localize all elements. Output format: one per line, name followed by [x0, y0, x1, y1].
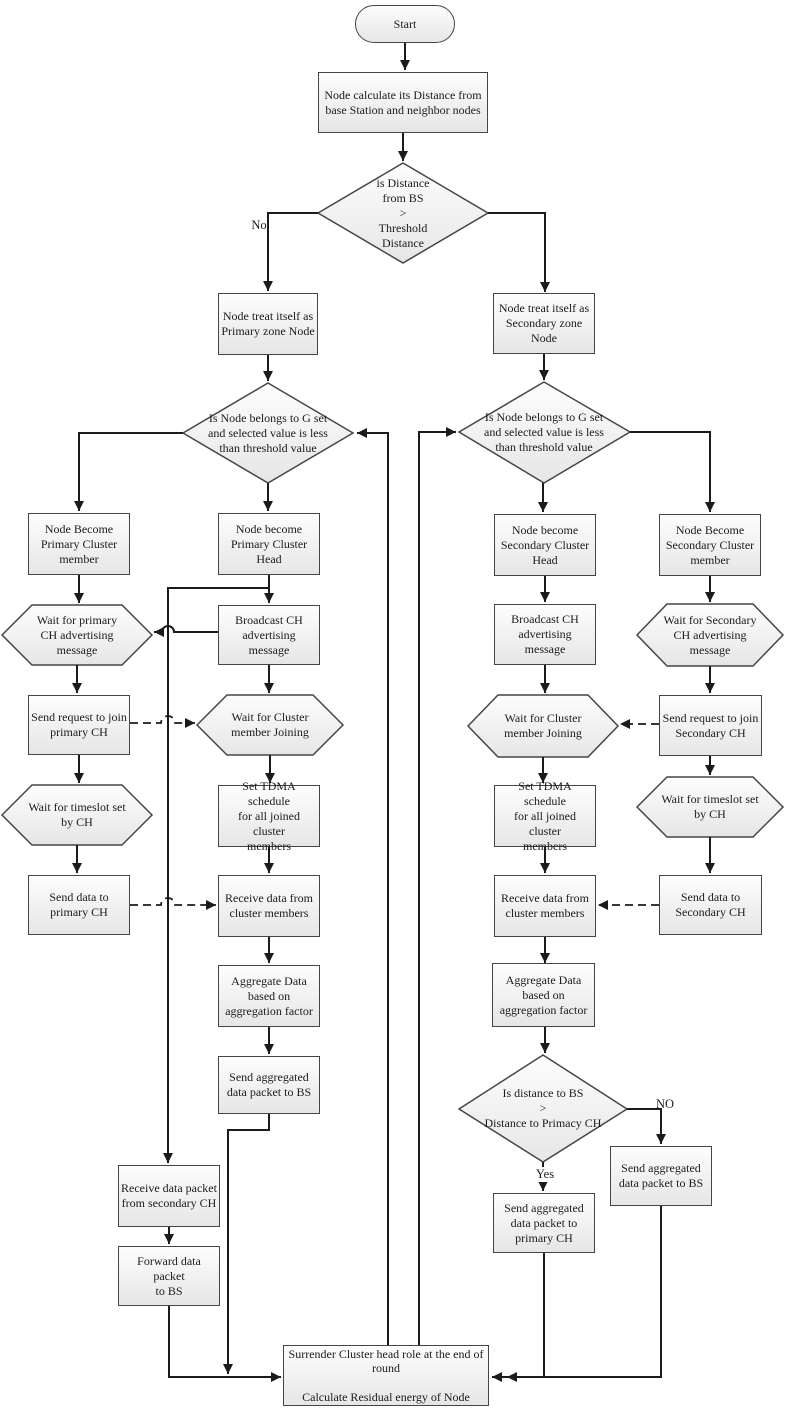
start-node: Start [355, 5, 455, 43]
flow-edge-sendbs-to-surrender [223, 1114, 270, 1374]
send-data-primary-node: Send data to primary CH [28, 875, 130, 935]
flow-edge-primarych-to-surrender [492, 1253, 545, 1382]
wait-primary-adv-shape [0, 604, 154, 666]
send-bs-left-node: Send aggregated data packet to BS [218, 1056, 320, 1114]
flow-edge [74, 432, 183, 511]
flow-edge-broadcast-to-wait [154, 625, 218, 637]
calc-distance-node: Node calculate its Distance from base St… [318, 72, 488, 133]
secondary-zone-node: Node treat itself as Secondary zone Node [493, 293, 595, 354]
wait-timeslot-left-shape [0, 784, 154, 846]
wait-joining-right-shape [466, 694, 620, 758]
secondary-head-node: Node become Secondary Cluster Head [494, 514, 596, 576]
receive-right-node: Receive data from cluster members [494, 875, 596, 937]
distance-decision-shape [316, 162, 490, 264]
receive-secondary-pkt-node: Receive data packet from secondary CH [118, 1165, 220, 1227]
flow-edge [630, 431, 715, 512]
aggregate-left-node: Aggregate Data based on aggregation fact… [218, 965, 320, 1027]
receive-left-node: Receive data from cluster members [218, 875, 320, 937]
flow-edge-yes-branch [488, 212, 550, 292]
dashed-edge-join-primary [130, 715, 195, 728]
gset-decision-left-shape [181, 382, 355, 484]
primary-head-node: Node become Primary Cluster Head [218, 513, 320, 575]
primary-zone-node: Node treat itself as Primary zone Node [218, 293, 318, 355]
flow-edge-no-branch [627, 1108, 666, 1144]
tdma-right-node: Set TDMA schedule for all joined cluster… [494, 779, 596, 853]
secondary-member-node: Node Become Secondary Cluster member [659, 514, 761, 576]
wait-secondary-adv-shape [635, 603, 785, 667]
tdma-left-node: Set TDMA schedule for all joined cluster… [218, 779, 320, 853]
flow-edge-no-branch [263, 212, 318, 291]
primary-member-node: Node Become Primary Cluster member [28, 513, 130, 575]
broadcast-secondary-node: Broadcast CH advertising message [494, 604, 596, 665]
feedback-edge-right [418, 427, 456, 1346]
dashed-edge-data-primary [130, 897, 216, 910]
wait-joining-left-shape [195, 694, 345, 756]
feedback-edge-left [357, 428, 389, 1346]
send-join-secondary-node: Send request to join Secondary CH [659, 695, 762, 756]
wait-timeslot-right-shape [635, 776, 785, 838]
send-bs-no-node: Send aggregated data packet to BS [610, 1146, 712, 1206]
forward-bs-node: Forward data packet to BS [118, 1246, 220, 1306]
flow-edge-forward-to-surrender [168, 1306, 281, 1382]
send-primary-yes-node: Send aggregated data packet to primary C… [493, 1193, 595, 1253]
distance-to-ch-decision-shape [457, 1054, 629, 1163]
send-data-secondary-node: Send data to Secondary CH [659, 875, 762, 935]
send-join-primary-node: Send request to join primary CH [28, 695, 130, 755]
flow-edge-bs-to-surrender [507, 1206, 662, 1382]
yes-edge-label: Yes [529, 1167, 561, 1182]
gset-decision-right-shape [457, 381, 632, 484]
aggregate-right-node: Aggregate Data based on aggregation fact… [492, 963, 595, 1027]
flow-edge-head-to-receive-secondary [163, 587, 269, 1163]
no-upper-edge-label: NO [655, 1097, 675, 1111]
broadcast-primary-node: Broadcast CH advertising message [218, 605, 320, 665]
no-edge-label: No [251, 218, 267, 232]
surrender-node: Surrender Cluster head role at the end o… [283, 1345, 489, 1406]
